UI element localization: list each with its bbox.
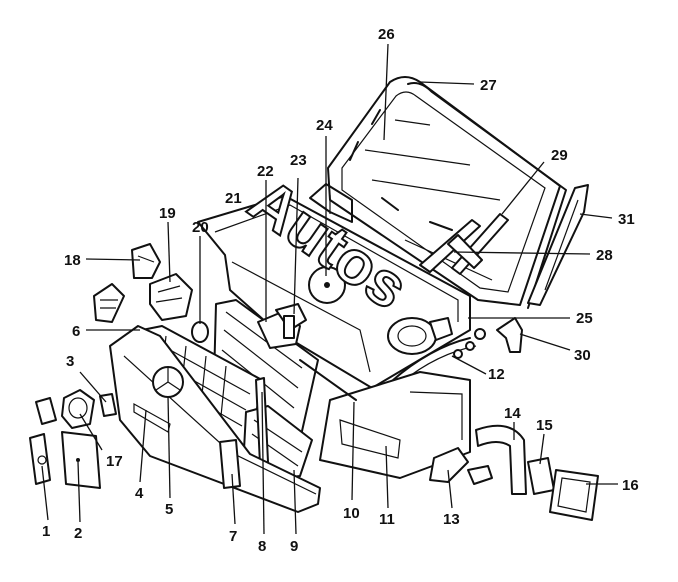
- latch-part-22-23: [257, 303, 307, 349]
- callout-3: 3: [66, 353, 74, 370]
- rod-part-10: [299, 359, 357, 401]
- callout-9: 9: [290, 538, 298, 555]
- callout-14: 14: [504, 405, 521, 422]
- callout-10: 10: [343, 505, 360, 522]
- callout-16: 16: [622, 477, 639, 494]
- badge-center-dot: [324, 282, 330, 288]
- callout-29: 29: [551, 147, 568, 164]
- callout-13: 13: [443, 511, 460, 528]
- callout-7: 7: [229, 528, 237, 545]
- callout-11: 11: [379, 511, 395, 528]
- plate-part-2: [61, 431, 101, 489]
- callout-1: 1: [42, 523, 50, 540]
- callout-12: 12: [488, 366, 505, 383]
- leader-lines: [41, 43, 618, 535]
- trim-part-7: [219, 439, 241, 489]
- fog-lamp-part-17: [61, 389, 95, 429]
- callout-8: 8: [258, 538, 266, 555]
- panel-part-16: [549, 469, 599, 521]
- callout-19: 19: [159, 205, 176, 222]
- fender-part-11: [319, 371, 471, 479]
- callout-30: 30: [574, 347, 591, 364]
- callout-18: 18: [64, 252, 81, 269]
- bracket-part-30: [496, 317, 523, 353]
- callout-26: 26: [378, 26, 395, 43]
- callout-5: 5: [165, 501, 173, 518]
- windshield-part-26: [327, 76, 567, 309]
- pillar-trim-part-31: [527, 184, 589, 306]
- side-lamp-part-13: [429, 447, 493, 485]
- callout-31: 31: [618, 211, 635, 228]
- callout-28: 28: [596, 247, 613, 264]
- washer-motor-part-25: [387, 317, 453, 355]
- callout-22: 22: [257, 163, 274, 180]
- callout-17: 17: [106, 453, 123, 470]
- callout-20: 20: [192, 219, 209, 236]
- arch-trim-part-14: [475, 424, 527, 495]
- callout-25: 25: [576, 310, 593, 327]
- flap-part-15: [527, 457, 555, 495]
- grommet-part-20: [191, 321, 209, 343]
- callout-15: 15: [536, 417, 553, 434]
- callout-6: 6: [72, 323, 80, 340]
- callout-labels: 1 2 3 4 5 6 7 8 9 10 11 12 13 14 15 16 1…: [42, 26, 639, 555]
- emblem-part-5: [152, 366, 184, 398]
- callout-27: 27: [480, 77, 497, 94]
- lens-unlabeled: [93, 283, 125, 323]
- callout-2: 2: [74, 525, 82, 542]
- lamp-part-18: [131, 243, 161, 279]
- indicator-part-1: [29, 397, 57, 485]
- callout-24: 24: [316, 117, 333, 134]
- headlamp-part-19: [149, 273, 193, 321]
- callout-23: 23: [290, 152, 307, 169]
- callout-4: 4: [135, 485, 144, 502]
- callout-21: 21: [225, 190, 242, 207]
